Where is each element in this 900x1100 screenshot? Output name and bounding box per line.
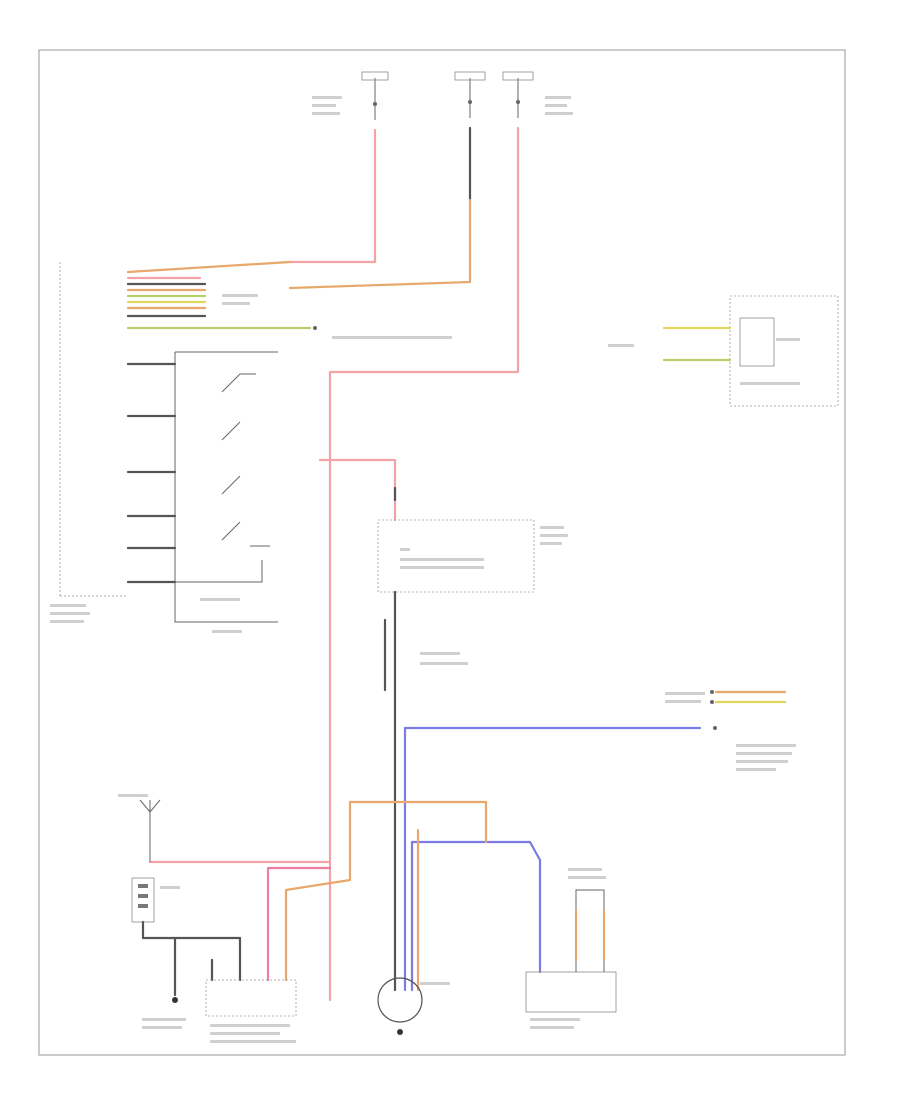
engine-ecm xyxy=(665,690,796,771)
battery-connector xyxy=(205,979,297,1043)
ignition-switch xyxy=(50,260,452,633)
fuse-feeds xyxy=(312,71,573,120)
battery xyxy=(118,794,242,997)
diagram-frame xyxy=(38,49,846,1056)
voltage-regulator xyxy=(525,868,617,1029)
generator xyxy=(377,977,450,1035)
instrument-cluster xyxy=(608,295,839,407)
fuse-box xyxy=(318,458,568,593)
ground-point xyxy=(142,997,186,1029)
